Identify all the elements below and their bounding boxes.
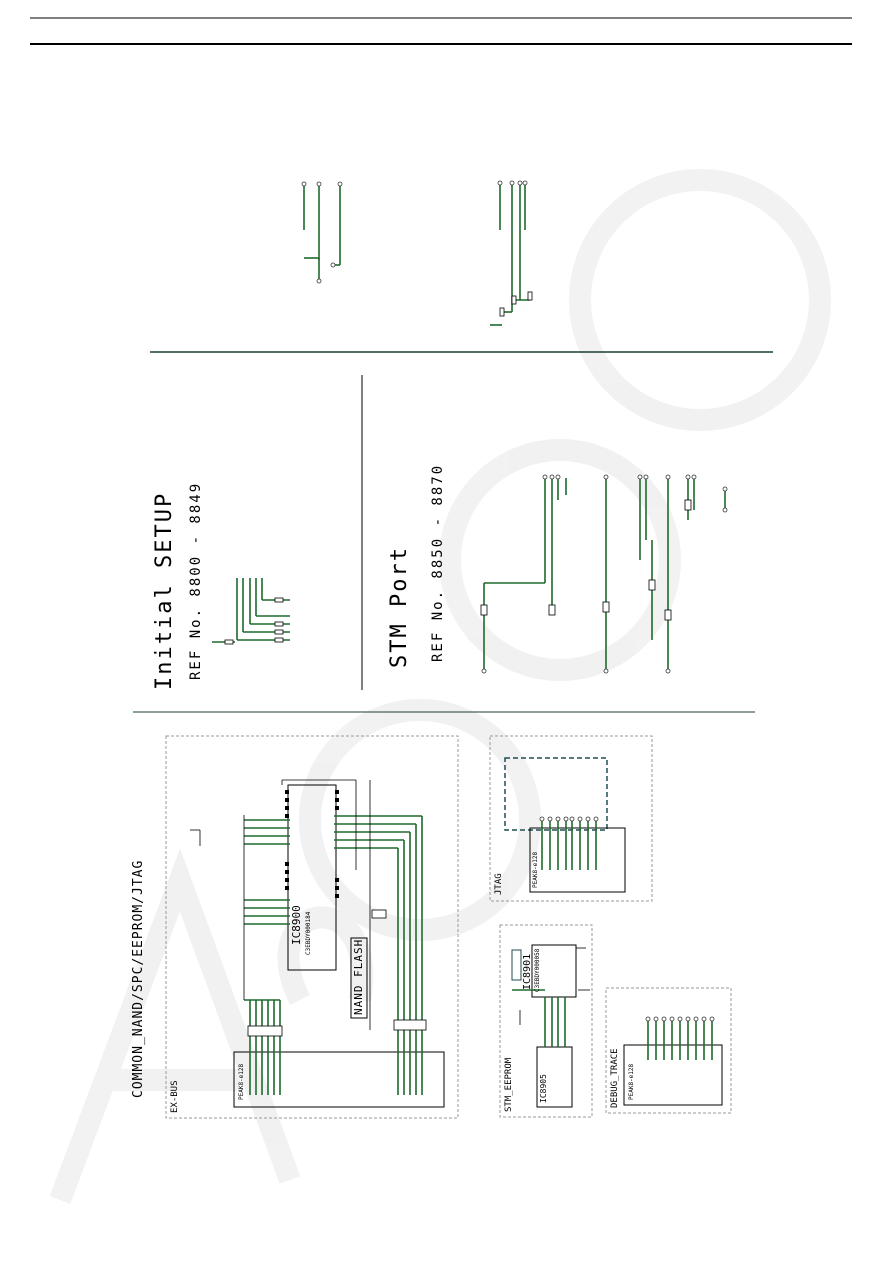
debug-trace-connector-label: PEAK8-e128 <box>628 1063 635 1100</box>
stm-port-wires <box>483 478 726 670</box>
eeprom-label-box <box>511 949 522 981</box>
eeprom-sub-ic <box>536 1046 573 1108</box>
ex-bus-block <box>165 735 459 1119</box>
nand-flash-box <box>350 937 368 1019</box>
jtag-block <box>489 735 653 902</box>
nand-flash-label: NAND FLASH <box>352 938 365 1015</box>
nand-ic-part: C3EBDY000184 <box>305 911 312 955</box>
common-title: COMMON_NAND/SPC/EEPROM/JTAG <box>131 859 146 1098</box>
ex-bus-label: EX-BUS <box>170 1080 180 1113</box>
ex-bus-connector-label: PEAK8-e128 <box>238 1063 245 1100</box>
eeprom-ic-part: C3EBDY000058 <box>534 948 541 992</box>
jtag-dashed-area <box>504 757 608 831</box>
stm-eeprom-block <box>499 924 593 1118</box>
jtag-label: JTAG <box>494 873 504 895</box>
ex-bus-connector <box>233 1051 445 1108</box>
debug-trace-label: DEBUG_TRACE <box>610 1048 620 1108</box>
jtag-wires <box>541 820 597 870</box>
watermark <box>49 169 831 1204</box>
stm-eeprom-label: STM_EEPROM <box>504 1057 514 1112</box>
stm-port-ref: REF No. 8850 - 8870 <box>430 463 446 662</box>
top-fragment-right <box>490 184 530 326</box>
jtag-connector <box>529 827 626 893</box>
stm-port-title: STM Port <box>387 546 412 668</box>
debug-trace-wires <box>647 1020 713 1060</box>
eeprom-sub-ic-label: IC8905 <box>539 1074 548 1103</box>
jtag-connector-label: PEAK8-e128 <box>532 851 539 888</box>
eeprom-ic-ref: IC8901 <box>522 953 533 990</box>
debug-trace-block <box>605 987 732 1114</box>
top-fragment-left <box>303 185 341 280</box>
eeprom-wires <box>512 989 566 1047</box>
debug-trace-connector <box>623 1044 723 1106</box>
nand-ic-ref: IC8900 <box>290 905 303 945</box>
nand-bus-wires <box>244 815 423 1095</box>
initial-setup-title: Initial SETUP <box>152 491 177 690</box>
initial-setup-ref: REF No. 8800 - 8849 <box>188 481 204 680</box>
nand-ic-body <box>287 784 337 971</box>
